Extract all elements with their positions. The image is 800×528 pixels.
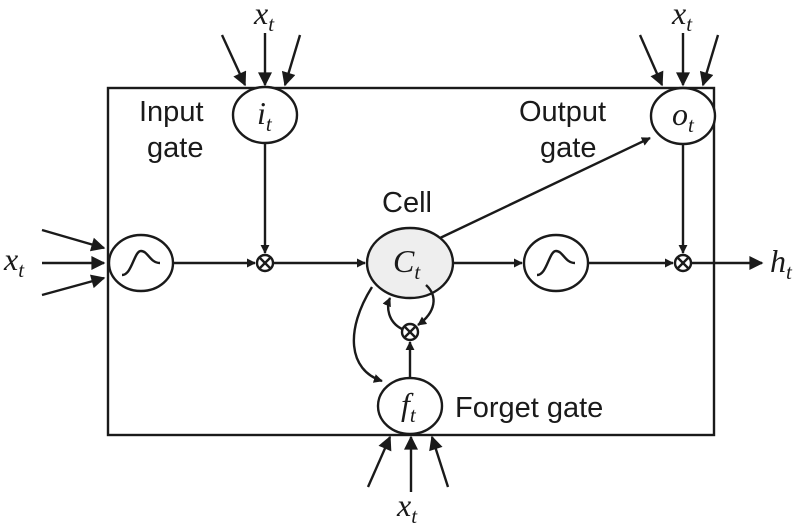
forget-xt-label: xt xyxy=(396,487,418,528)
output-gate-symbol: ot xyxy=(672,96,695,137)
cell-symbol: Ct xyxy=(393,243,421,284)
output-squash-node xyxy=(522,233,590,293)
hidden-output-label: ht xyxy=(770,243,793,284)
cell-label: Cell xyxy=(382,187,432,219)
forget-gate-inputs: xt xyxy=(366,435,450,528)
input-squash-node xyxy=(107,233,175,293)
output-multiply-node xyxy=(673,253,693,273)
sigmoid-icon xyxy=(121,249,161,277)
sigmoid-icon xyxy=(536,249,576,277)
output-gate-inputs: xt xyxy=(638,0,720,87)
input-xt-label: xt xyxy=(253,0,275,36)
connections xyxy=(173,136,764,383)
input-gate-label-line1: Input xyxy=(139,96,204,128)
input-gate-inputs: xt xyxy=(220,0,302,87)
output-gate-label-line2: gate xyxy=(540,132,596,164)
input-gate-label-line2: gate xyxy=(147,132,203,164)
forget-multiply-node xyxy=(400,322,420,342)
block-xt-label: xt xyxy=(3,241,25,282)
output-xt-label: xt xyxy=(671,0,693,36)
forget-gate-label: Forget gate xyxy=(455,392,603,424)
block-inputs: xt xyxy=(3,228,106,297)
input-gate-symbol: it xyxy=(257,95,273,136)
output-gate-label-line1: Output xyxy=(519,96,606,128)
input-multiply-node xyxy=(255,253,275,273)
